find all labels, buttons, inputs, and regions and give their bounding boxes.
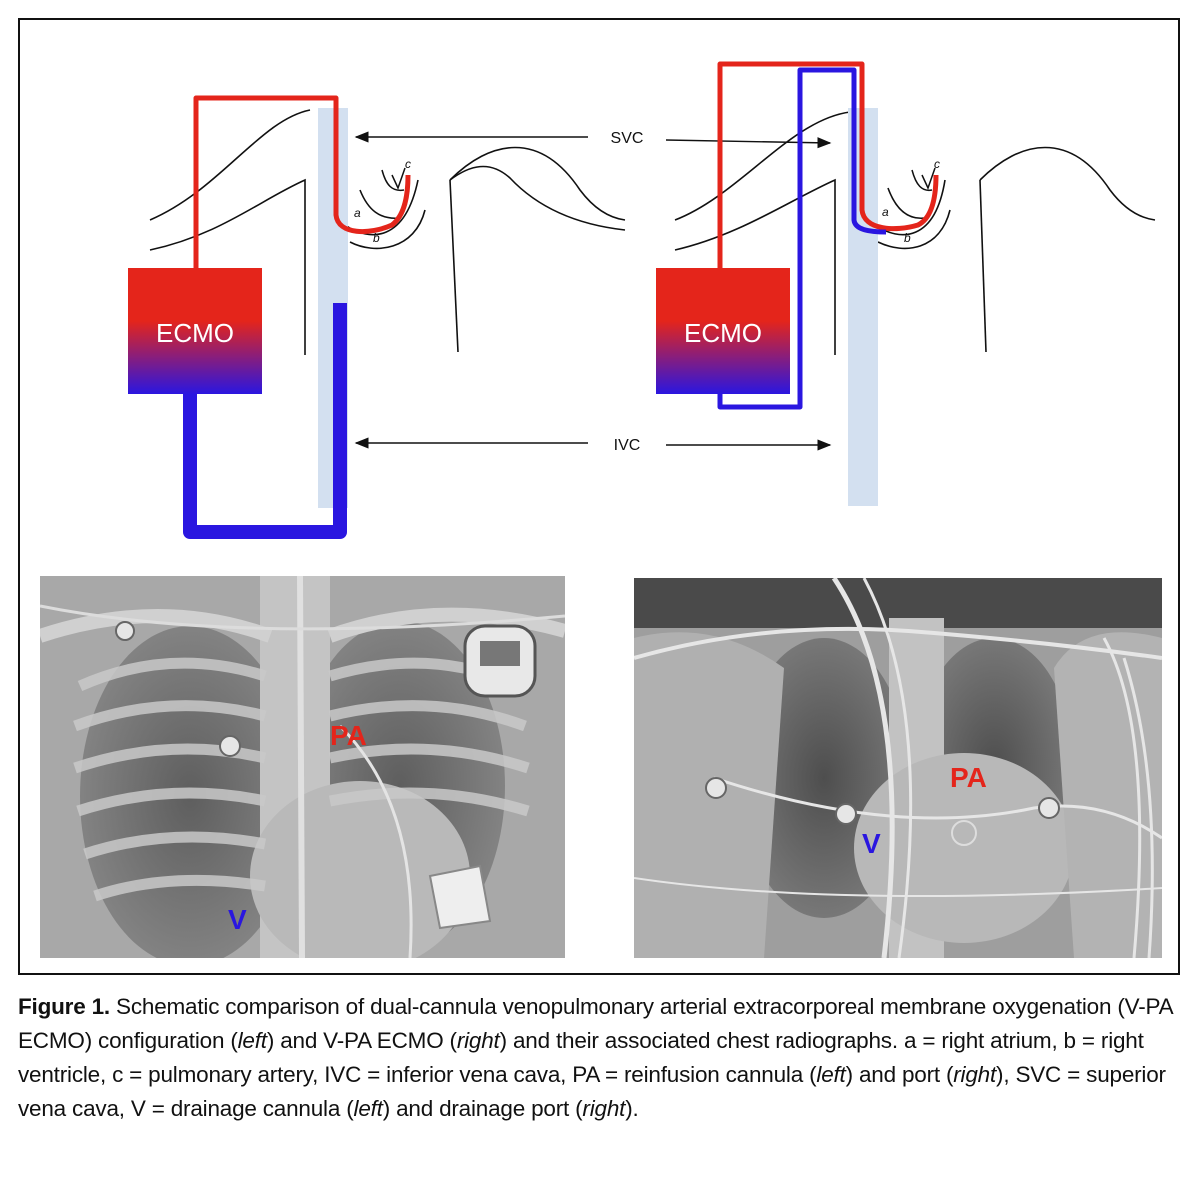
label-a-left: a [354,206,361,220]
left-schematic: ECMO a b c [128,95,626,539]
caption-text: ) and drainage port ( [382,1096,583,1121]
center-arrows: SVC IVC [354,130,832,454]
caption-italic: left [816,1062,846,1087]
caption-text: ), SVC = superior vena cava, V = drainag… [18,1062,1166,1121]
pa-label-left: PA [330,720,367,751]
caption-italic: right [582,1096,626,1121]
caption-text: ) and port ( [845,1062,954,1087]
v-label-left: V [228,904,247,935]
ecmo-box-right [656,268,790,394]
ivc-label: IVC [614,437,641,454]
caption-italic: right [953,1062,997,1087]
ecmo-schematic: ECMO a b c SVC IVC [128,61,1156,539]
label-c-left: c [405,157,411,171]
drainage-port-right [717,67,887,410]
label-b-right: b [904,231,911,245]
label-c-right: c [934,157,940,171]
caption-text: Schematic comparison of dual-cannula ven… [18,994,1173,1053]
caption-text: ) and V-PA ECMO ( [266,1028,457,1053]
chest-radiograph-left: PA V [40,576,565,958]
caption-text: ) and their associated chest radiographs… [18,1028,1144,1087]
ecmo-label-left: ECMO [156,318,234,348]
label-b-left: b [373,231,380,245]
reinfusion-cannula-left [193,95,411,268]
pa-label-right: PA [950,762,987,793]
drainage-cannula-left [183,303,347,539]
chest-radiograph-right: PA V [634,578,1162,958]
caption-italic: left [237,1028,267,1053]
reinfusion-port-right [717,61,939,268]
v-label-right: V [862,828,881,859]
label-a-right: a [882,205,889,219]
ecmo-label-right: ECMO [684,318,762,348]
svc-label: SVC [611,130,644,147]
ecmo-box-left [128,268,262,394]
figure-frame: ECMO a b c SVC IVC [18,18,1180,975]
caption-italic: left [353,1096,383,1121]
right-schematic: ECMO a b c [656,61,1156,506]
caption-text: ). [625,1096,639,1121]
figure-caption: Figure 1. Schematic comparison of dual-c… [18,990,1183,1126]
caption-heading: Figure 1. [18,994,110,1019]
caption-italic: right [456,1028,500,1053]
